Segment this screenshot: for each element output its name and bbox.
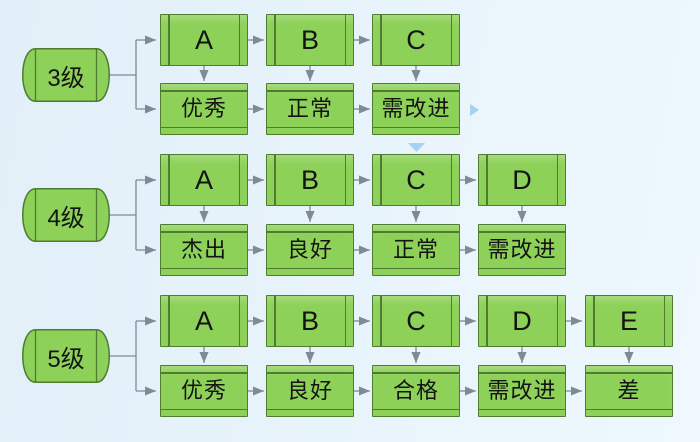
grade-label: D — [512, 305, 532, 336]
l3-rating-2: 正常 — [266, 83, 354, 135]
l5-grade-c: C — [372, 295, 460, 347]
l5-grade-a: A — [160, 295, 248, 347]
l5-rating-2: 良好 — [266, 365, 354, 417]
level-label: 4级 — [47, 204, 85, 232]
grade-label: A — [194, 24, 213, 55]
rating-label: 需改进 — [381, 96, 451, 121]
l5-grade-e: E — [585, 295, 673, 347]
l4-grade-c: C — [372, 154, 460, 206]
l5-rating-4: 需改进 — [478, 365, 566, 417]
nav-down-icon[interactable] — [408, 143, 425, 152]
level-label: 3级 — [47, 64, 85, 92]
cylinder-shape-icon — [22, 329, 110, 383]
l3-grade-a: A — [160, 14, 248, 66]
grade-label: B — [300, 24, 319, 55]
cylinder-shape-icon — [22, 188, 110, 242]
l5-rating-5: 差 — [585, 365, 673, 417]
l4-grade-d: D — [478, 154, 566, 206]
rating-label: 杰出 — [180, 237, 227, 262]
rating-label: 正常 — [392, 237, 439, 262]
rating-label: 需改进 — [487, 237, 557, 262]
l4-grade-b: B — [266, 154, 354, 206]
l3-grade-c: C — [372, 14, 460, 66]
level5-cylinder: 5级 — [22, 329, 110, 383]
l5-grade-b: B — [266, 295, 354, 347]
l4-rating-1: 杰出 — [160, 224, 248, 276]
rating-label: 需改进 — [487, 378, 557, 403]
grade-label: C — [406, 305, 426, 336]
rating-label: 良好 — [286, 237, 333, 262]
rating-label: 优秀 — [180, 96, 227, 121]
l3-grade-b: B — [266, 14, 354, 66]
cylinder-shape-icon — [22, 48, 110, 102]
l5-rating-1: 优秀 — [160, 365, 248, 417]
l4-rating-2: 良好 — [266, 224, 354, 276]
rating-label: 合格 — [392, 378, 439, 403]
grade-label: E — [619, 305, 638, 336]
rating-label: 正常 — [286, 96, 333, 121]
nav-right-icon[interactable] — [470, 104, 479, 116]
l5-grade-d: D — [478, 295, 566, 347]
grade-label: A — [194, 305, 213, 336]
rating-label: 良好 — [286, 378, 333, 403]
rating-label: 差 — [617, 378, 641, 403]
grade-label: B — [300, 305, 319, 336]
l4-grade-a: A — [160, 154, 248, 206]
level4-cylinder: 4级 — [22, 188, 110, 242]
grade-label: D — [512, 164, 532, 195]
grade-label: C — [406, 164, 426, 195]
grade-label: A — [194, 164, 213, 195]
l4-rating-4: 需改进 — [478, 224, 566, 276]
l3-rating-3: 需改进 — [372, 83, 460, 135]
l4-rating-3: 正常 — [372, 224, 460, 276]
l5-rating-3: 合格 — [372, 365, 460, 417]
level3-cylinder: 3级 — [22, 48, 110, 102]
grade-label: C — [406, 24, 426, 55]
level-label: 5级 — [47, 345, 85, 373]
grade-label: B — [300, 164, 319, 195]
l3-rating-1: 优秀 — [160, 83, 248, 135]
rating-label: 优秀 — [180, 378, 227, 403]
